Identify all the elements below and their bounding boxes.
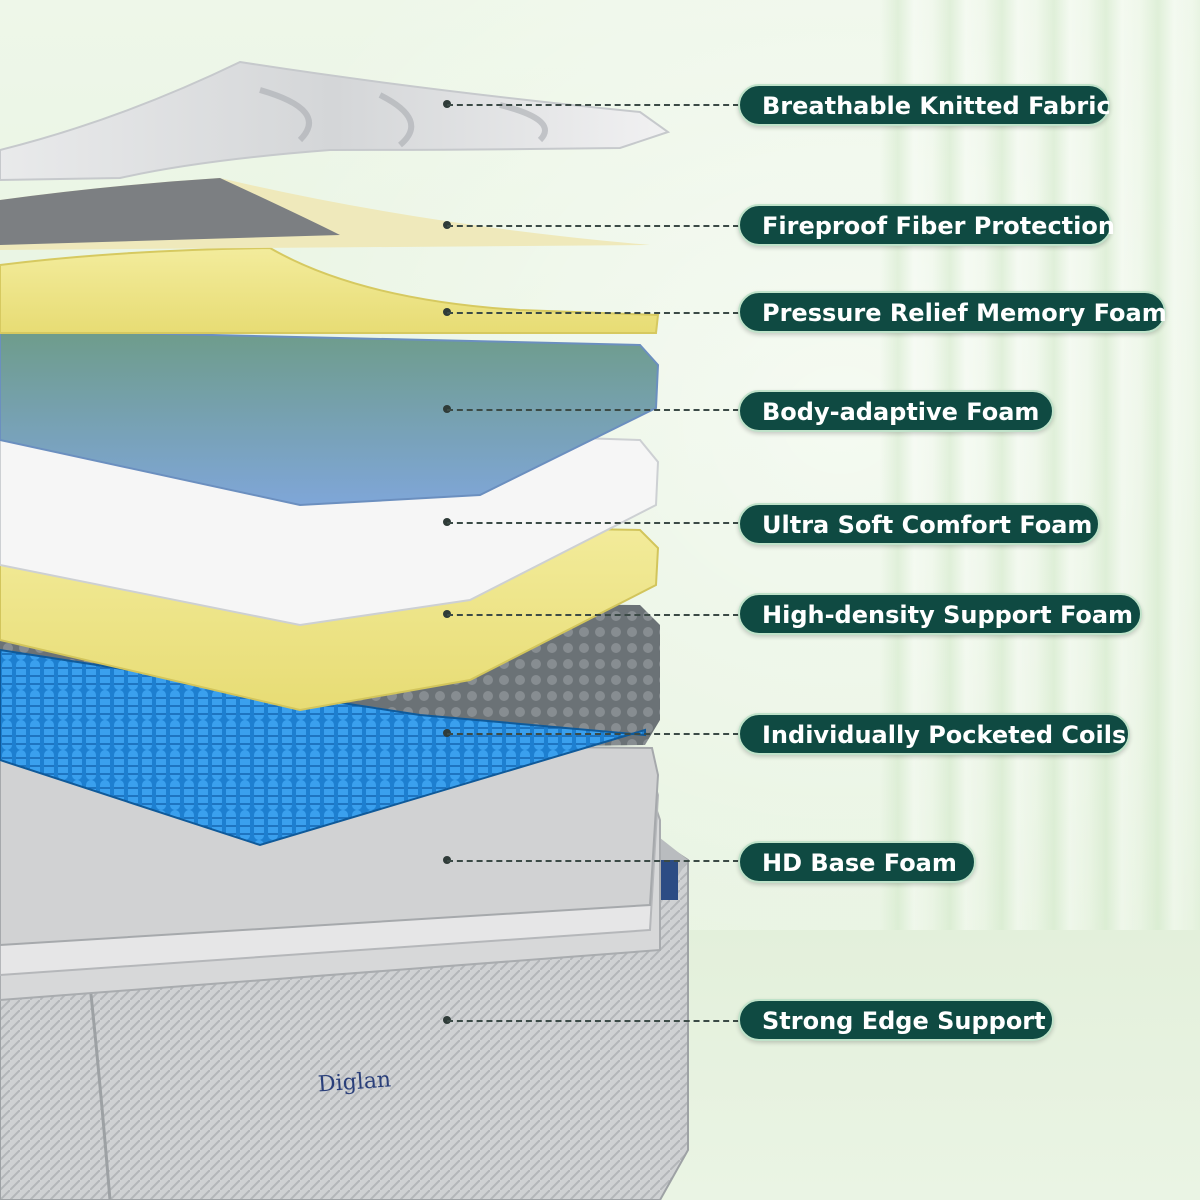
brand-logo: Diglan [317, 1067, 392, 1098]
leader-line [447, 409, 739, 411]
layer-label-comfort-foam: Ultra Soft Comfort Foam [738, 503, 1100, 545]
leader-line [447, 225, 739, 227]
leader-line [447, 614, 739, 616]
layer-label-pocketed-coils: Individually Pocketed Coils [738, 713, 1130, 755]
background-curtain [880, 0, 1200, 930]
layer-label-memory-foam: Pressure Relief Memory Foam [738, 291, 1167, 333]
leader-line [447, 104, 739, 106]
layer-label-body-adaptive-foam: Body-adaptive Foam [738, 390, 1054, 432]
leader-line [447, 860, 739, 862]
leader-line [447, 733, 739, 735]
layer-label-support-foam: High-density Support Foam [738, 593, 1142, 635]
layer-label-edge-support: Strong Edge Support [738, 999, 1054, 1041]
layer-label-fireproof-fiber: Fireproof Fiber Protection [738, 204, 1115, 246]
leader-line [447, 312, 739, 314]
leader-line [447, 1020, 739, 1022]
layer-label-knitted-fabric: Breathable Knitted Fabric [738, 84, 1111, 126]
leader-line [447, 522, 739, 524]
layer-label-base-foam: HD Base Foam [738, 841, 976, 883]
